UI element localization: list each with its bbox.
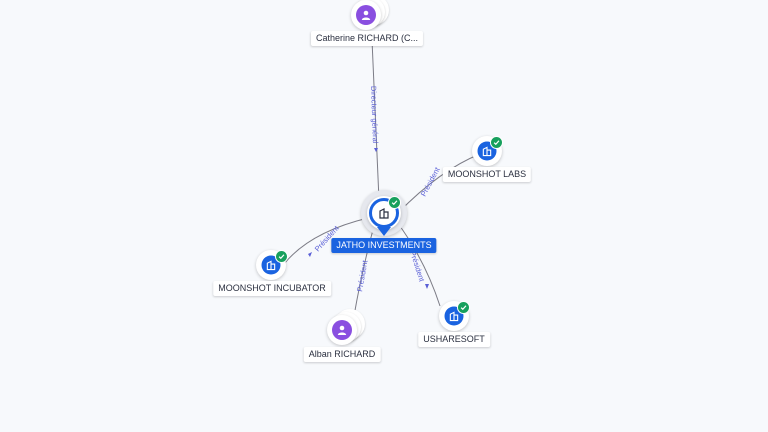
edge-jatho-usharesoft bbox=[396, 221, 441, 307]
person-icon bbox=[356, 5, 376, 25]
pin-pointer-icon bbox=[377, 227, 391, 236]
edge-catherine-jatho bbox=[371, 39, 380, 201]
node-label-moonshot-incubator[interactable]: MOONSHOT INCUBATOR bbox=[213, 281, 331, 296]
edge-alban-jatho bbox=[353, 225, 375, 317]
person-icon bbox=[332, 320, 352, 340]
verified-check-icon bbox=[388, 196, 401, 209]
edge-label-alban: Président bbox=[355, 259, 370, 293]
node-label-moonshot-labs[interactable]: MOONSHOT LABS bbox=[442, 167, 532, 182]
verified-check-icon bbox=[457, 301, 470, 314]
node-label-usharesoft[interactable]: USHARESOFT bbox=[418, 332, 490, 347]
edge-label-moonshot-labs: Président bbox=[419, 165, 442, 198]
edge-jatho-moonshot-incubator bbox=[283, 217, 369, 265]
edge-arrow-icon bbox=[308, 252, 312, 257]
edge-arrow-icon bbox=[374, 148, 378, 152]
edge-label-directeur-general: Directeur général bbox=[369, 86, 380, 144]
node-label-jatho-investments[interactable]: JATHO INVESTMENTS bbox=[331, 238, 437, 253]
edge-arrow-icon bbox=[425, 284, 429, 289]
verified-check-icon bbox=[275, 250, 288, 263]
node-label-catherine-richard[interactable]: Catherine RICHARD (C... bbox=[310, 31, 424, 46]
node-catherine-richard[interactable] bbox=[351, 0, 381, 30]
edge-jatho-moonshot-labs bbox=[397, 153, 481, 214]
node-label-alban-richard[interactable]: Alban RICHARD bbox=[303, 347, 381, 362]
node-jatho-investments[interactable] bbox=[367, 196, 401, 230]
verified-check-icon bbox=[490, 136, 503, 149]
node-alban-richard[interactable] bbox=[327, 315, 357, 345]
